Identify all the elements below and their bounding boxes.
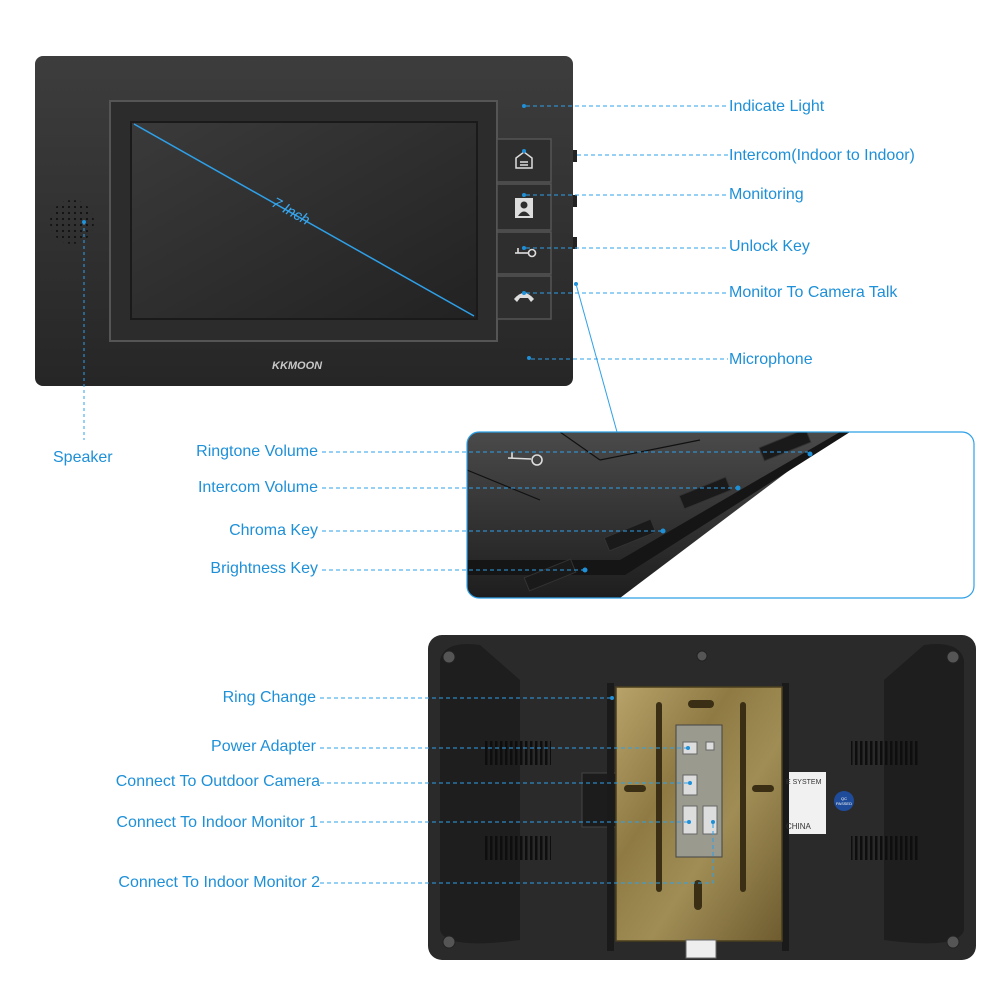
label-indoor-monitor-1: Connect To Indoor Monitor 1 — [116, 814, 318, 831]
microphone-dot — [527, 356, 531, 360]
label-outdoor-camera: Connect To Outdoor Camera — [115, 773, 320, 790]
sticker-text-top: E SYSTEM — [786, 779, 822, 786]
label-ring-change: Ring Change — [222, 689, 316, 706]
indicate-light-dot — [522, 104, 526, 108]
label-ringtone-volume: Ringtone Volume — [196, 443, 318, 460]
label-speaker: Speaker — [53, 449, 113, 466]
label-indoor-monitor-2: Connect To Indoor Monitor 2 — [118, 874, 320, 891]
brand-logo-text: KKMOON — [272, 360, 323, 372]
screen-diagonal — [133, 123, 475, 317]
side-key-icon — [507, 452, 543, 466]
vent-upper-left — [484, 741, 551, 765]
label-intercom-volume: Intercom Volume — [197, 479, 318, 496]
label-monitor-camera-talk: Monitor To Camera Talk — [729, 284, 898, 301]
qc-seal-text: QC PASSED — [836, 796, 852, 806]
side-detail-frame — [466, 431, 975, 599]
vent-lower-left — [484, 836, 551, 860]
label-chroma-key: Chroma Key — [229, 522, 318, 539]
intercom-icon — [515, 151, 533, 169]
label-brightness-key: Brightness Key — [210, 560, 318, 577]
label-power-adapter: Power Adapter — [211, 738, 316, 755]
front-buttons — [496, 138, 552, 320]
unlock-key-icon — [515, 248, 537, 258]
monitoring-icon — [515, 198, 533, 218]
side-leader-lines — [322, 451, 808, 571]
sticker-text-bottom: CHINA — [786, 822, 811, 831]
label-microphone: Microphone — [729, 351, 813, 368]
label-unlock-key: Unlock Key — [729, 238, 810, 255]
label-sticker — [782, 772, 826, 834]
vent-upper-right — [851, 741, 918, 765]
back-leader-lines — [320, 697, 714, 884]
side-detail — [467, 432, 974, 598]
back-monitor — [428, 635, 976, 960]
front-monitor — [35, 56, 578, 386]
front-leader-lines — [83, 105, 728, 440]
handset-icon — [514, 293, 534, 302]
label-intercom: Intercom(Indoor to Indoor) — [729, 147, 915, 164]
label-indicate-light: Indicate Light — [729, 98, 825, 115]
qc-seal — [834, 791, 854, 811]
vent-lower-right — [851, 836, 918, 860]
label-monitoring: Monitoring — [729, 186, 804, 203]
speaker-grille — [50, 200, 94, 244]
